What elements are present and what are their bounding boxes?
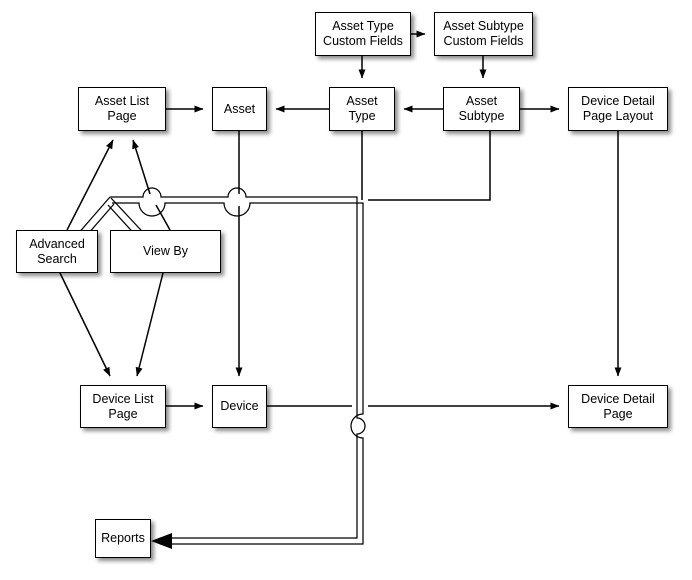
edge-advanced-search-to-asset-list — [66, 139, 114, 231]
node-device-list-page[interactable]: Device List Page — [80, 385, 166, 428]
node-label: Device Detail Page Layout — [581, 94, 655, 123]
node-asset[interactable]: Asset — [212, 87, 267, 131]
node-device-detail-page[interactable]: Device Detail Page — [568, 385, 668, 428]
node-label: View By — [143, 244, 188, 259]
edge-view-by-to-asset-list — [133, 140, 171, 231]
node-label: Asset Subtype — [458, 94, 505, 123]
node-label: Device — [220, 399, 259, 414]
pipe-rail-bottom — [112, 202, 364, 545]
node-label: Asset Type — [346, 94, 378, 123]
edge-asset-subtype-stub — [368, 131, 491, 201]
node-label: Advanced Search — [29, 236, 85, 266]
node-asset-subtype[interactable]: Asset Subtype — [443, 87, 520, 131]
node-label: Asset Type Custom Fields — [323, 19, 403, 48]
node-advanced-search[interactable]: Advanced Search — [16, 230, 98, 273]
node-label: Asset Subtype Custom Fields — [443, 19, 524, 48]
node-label: Asset List Page — [94, 94, 150, 123]
node-label: Device List Page — [92, 391, 154, 421]
node-label: Device Detail Page — [581, 391, 655, 421]
node-label: Reports — [101, 531, 145, 546]
node-asset-subtype-custom-fields[interactable]: Asset Subtype Custom Fields — [434, 12, 533, 56]
node-label: Asset — [223, 101, 256, 116]
edge-advanced-search-to-device-list — [59, 272, 111, 377]
node-asset-list-page[interactable]: Asset List Page — [78, 87, 166, 131]
pipe-rail-top — [110, 187, 366, 539]
node-device[interactable]: Device — [212, 385, 267, 428]
node-reports[interactable]: Reports — [95, 519, 151, 558]
node-view-by[interactable]: View By — [110, 230, 221, 273]
node-asset-type-custom-fields[interactable]: Asset Type Custom Fields — [315, 12, 411, 56]
node-device-detail-page-layout[interactable]: Device Detail Page Layout — [568, 87, 668, 131]
pipe-arrowhead-reports — [151, 533, 172, 549]
edge-view-by-to-device-list — [135, 272, 164, 377]
node-asset-type[interactable]: Asset Type — [329, 87, 395, 131]
